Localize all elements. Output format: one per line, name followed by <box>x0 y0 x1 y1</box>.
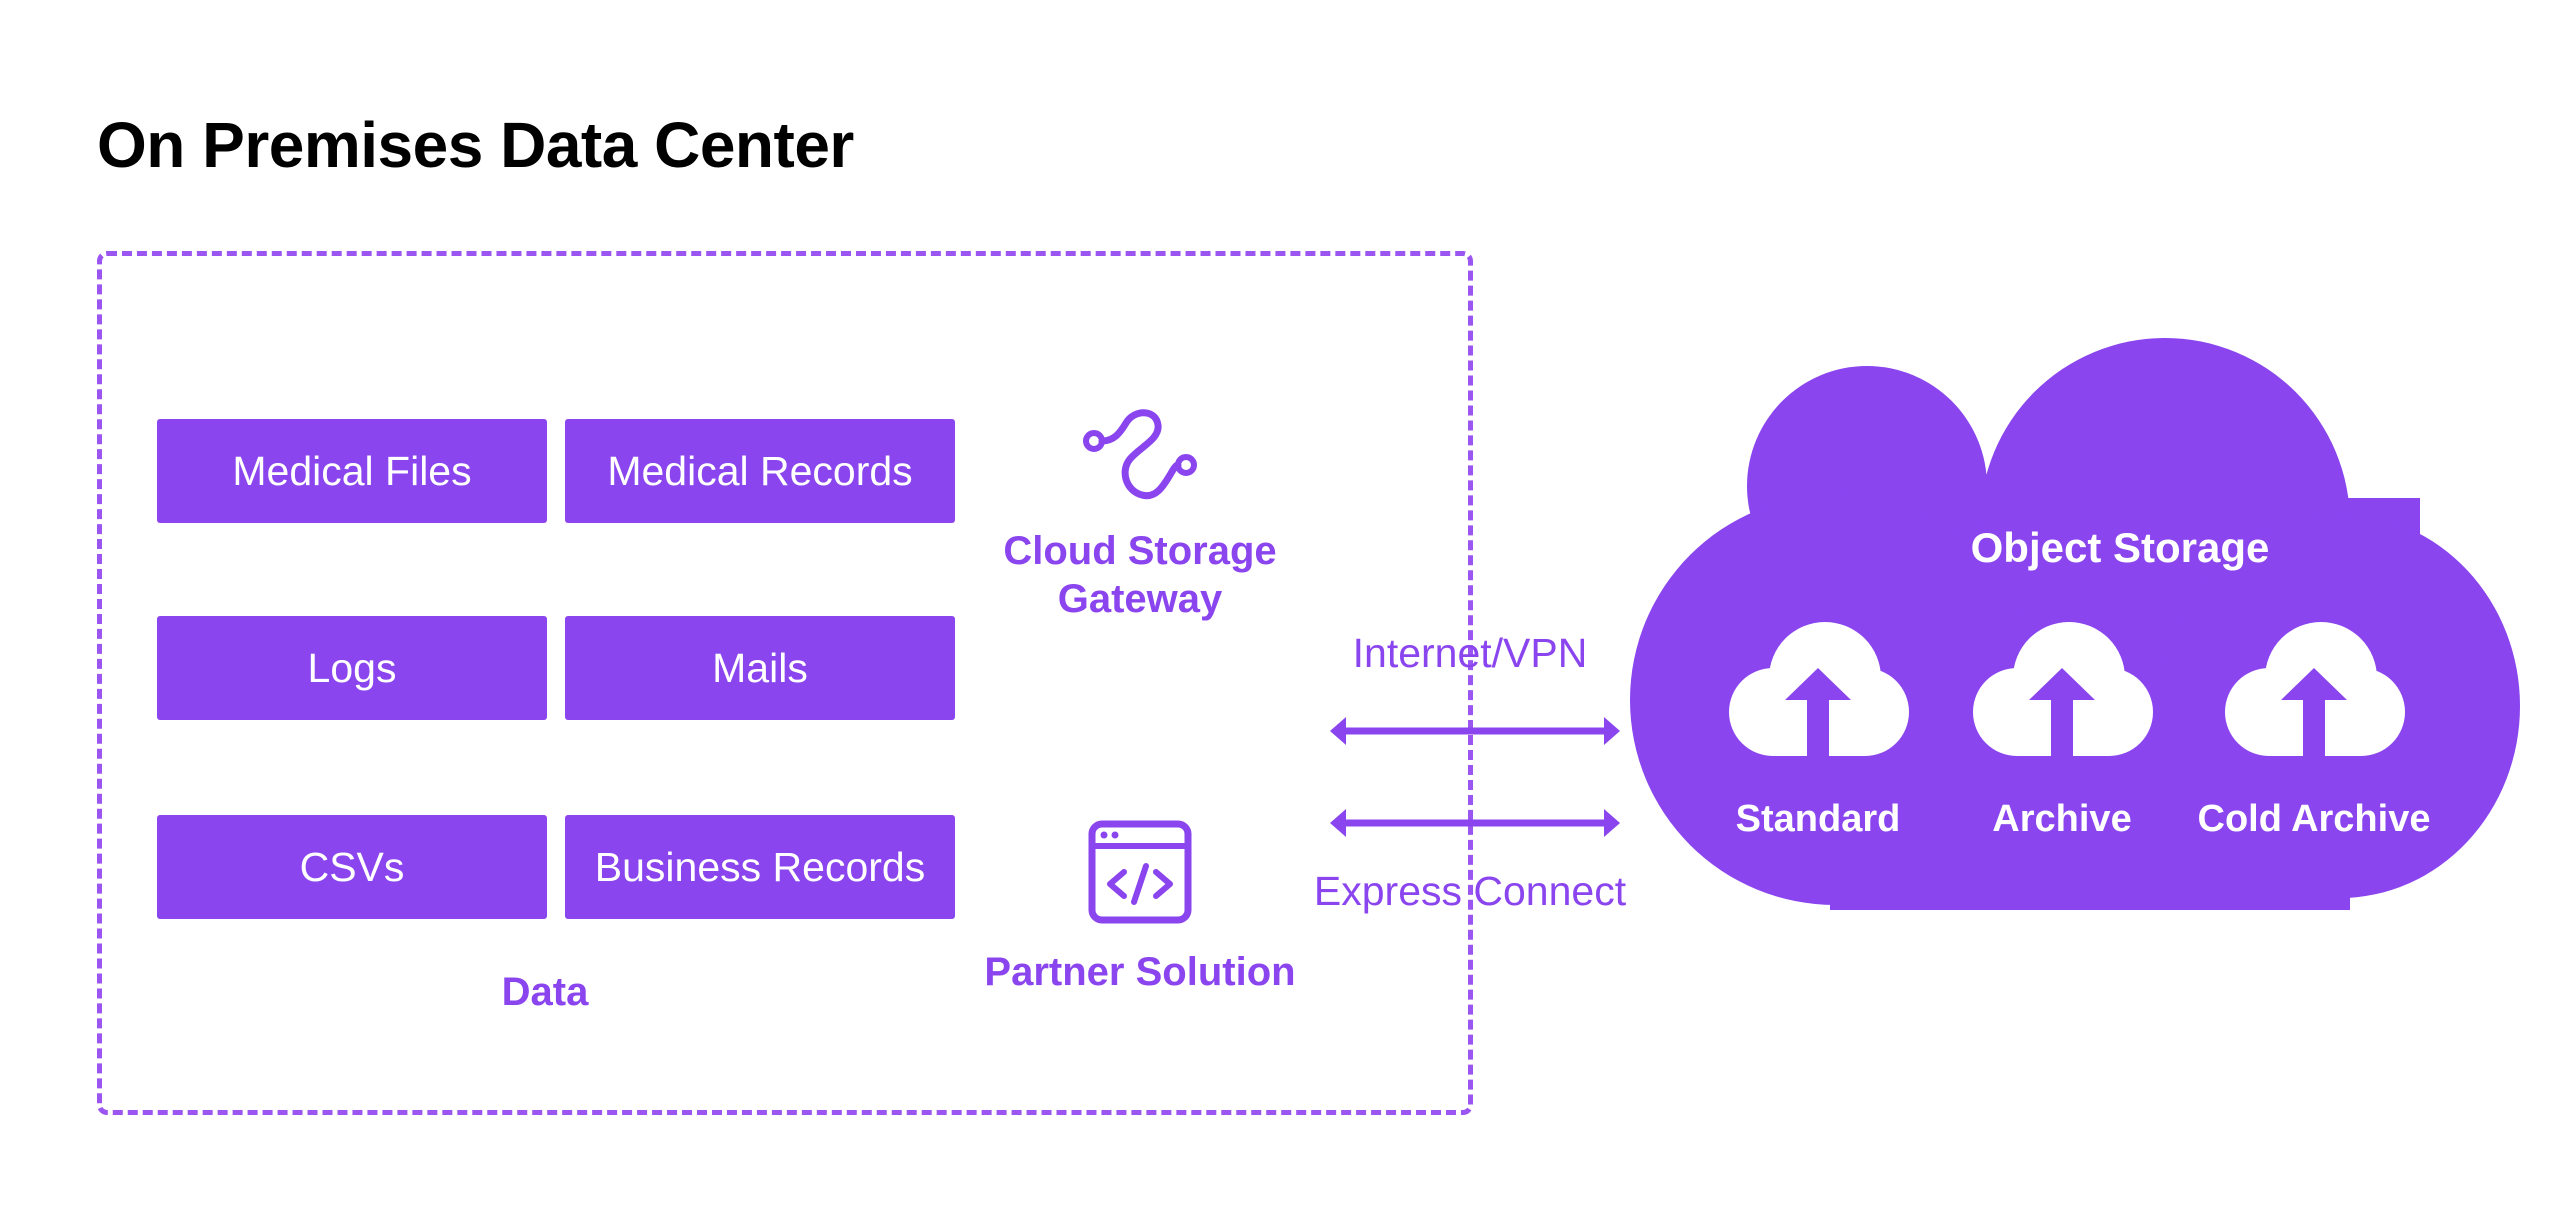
data-item-mails[interactable]: Mails <box>565 616 955 720</box>
internet-vpn-arrow <box>1330 714 1620 748</box>
code-window-icon <box>1088 820 1192 924</box>
data-item-logs[interactable]: Logs <box>157 616 547 720</box>
partner-solution-label: Partner Solution <box>984 950 1296 994</box>
tier-label-cold-archive: Cold Archive <box>2197 798 2431 840</box>
cloud-upload-icon <box>1725 620 1911 756</box>
page-title: On Premises Data Center <box>97 109 854 181</box>
tier-label-standard: Standard <box>1735 798 1901 840</box>
gateway-label-line1: Cloud Storage <box>1003 529 1277 573</box>
data-section-label: Data <box>501 970 589 1014</box>
data-item-medical-records[interactable]: Medical Records <box>565 419 955 523</box>
cloud-upload-icon <box>1969 620 2155 756</box>
data-item-medical-files[interactable]: Medical Files <box>157 419 547 523</box>
express-connect-label: Express Connect <box>1313 868 1627 914</box>
gateway-label-line2: Gateway <box>1057 577 1223 621</box>
link-chain-icon <box>1080 405 1200 505</box>
express-connect-arrow <box>1330 806 1620 840</box>
data-item-csvs[interactable]: CSVs <box>157 815 547 919</box>
data-item-business-records[interactable]: Business Records <box>565 815 955 919</box>
internet-vpn-label: Internet/VPN <box>1352 630 1588 676</box>
cloud-upload-icon <box>2221 620 2407 756</box>
tier-label-archive: Archive <box>1992 798 2132 840</box>
object-storage-label: Object Storage <box>1970 524 2270 571</box>
data-center-boundary <box>97 251 1473 1115</box>
gateway-label: Cloud Storage Gateway <box>980 527 1300 623</box>
